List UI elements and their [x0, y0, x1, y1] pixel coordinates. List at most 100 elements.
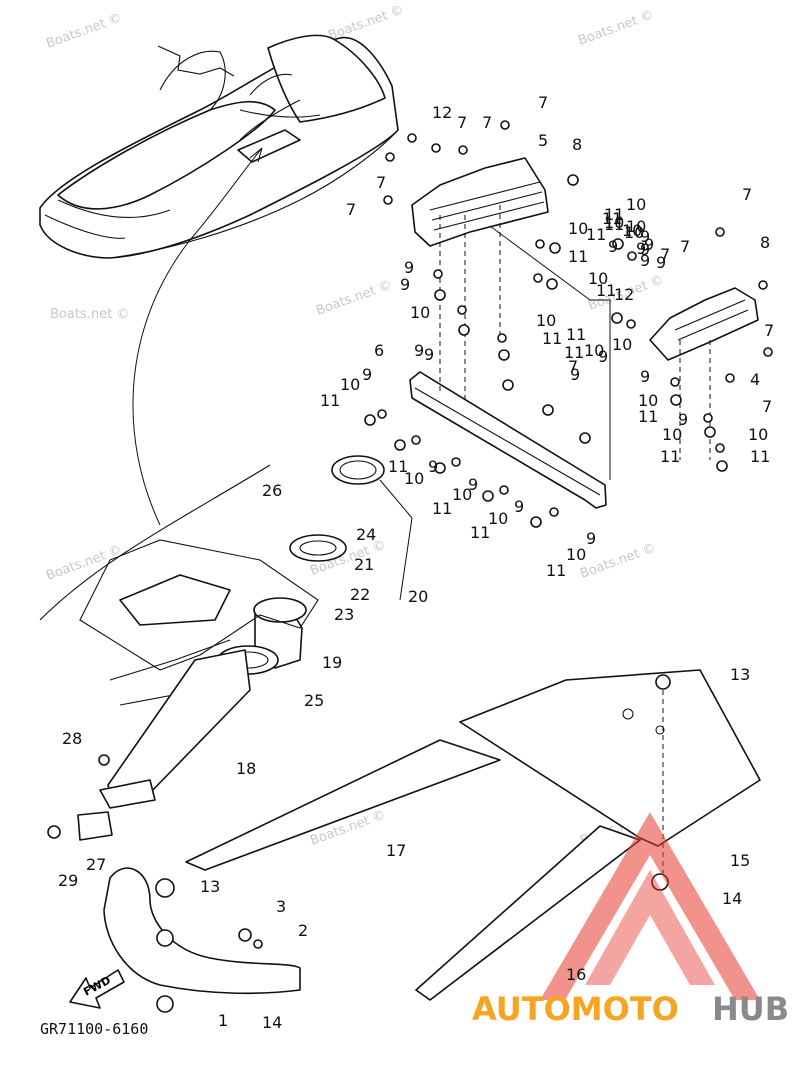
- callout-number: 10: [452, 485, 472, 504]
- callout-number: 11: [660, 447, 680, 466]
- callout-number: 11: [564, 343, 584, 362]
- callout-number: 7: [568, 357, 578, 376]
- callout-number: 29: [58, 871, 78, 890]
- callout-number: 6: [374, 341, 384, 360]
- callout-number: 9: [424, 345, 434, 364]
- callout-number: 9: [414, 341, 424, 360]
- callout-number: 11: [602, 209, 622, 228]
- brand-text-part2: HUB: [712, 990, 789, 1028]
- callout-number: 11: [470, 523, 490, 542]
- callout-number: 23: [334, 605, 354, 624]
- brand-logo: AUTOMOTO HUB: [472, 812, 789, 1028]
- callout-number: 10: [622, 221, 642, 240]
- callout-number: 7: [538, 93, 548, 112]
- watercraft-overview-drawing: [39, 34, 399, 526]
- callout-number: 9: [570, 365, 580, 384]
- callout-number: 10: [626, 195, 646, 214]
- callout-number: 9: [362, 365, 372, 384]
- callout-number: 7: [376, 173, 386, 192]
- callout-number: 10: [536, 311, 556, 330]
- callout-number: 11: [638, 407, 658, 426]
- callout-number: 28: [62, 729, 82, 748]
- callout-number: 10: [584, 341, 604, 360]
- callout-number: 8: [572, 135, 582, 154]
- callout-number: 2: [298, 921, 308, 940]
- callout-number: 10: [612, 335, 632, 354]
- callout-number: 9: [468, 475, 478, 494]
- rail-part-6: [409, 205, 711, 509]
- callout-number: 1: [218, 1011, 228, 1030]
- callout-number: 11: [596, 281, 616, 300]
- callout-number: 8: [760, 233, 770, 252]
- callout-number: 11: [604, 205, 624, 224]
- callout-number: 9: [404, 258, 414, 277]
- callout-number: 9: [640, 240, 650, 259]
- watermark: Boats.net ©: [326, 3, 406, 44]
- callout-number: 9: [608, 237, 618, 256]
- bumper-part-1: [103, 867, 301, 1013]
- callout-number: 9: [428, 457, 438, 476]
- callout-number: 27: [86, 855, 106, 874]
- callout-number: 20: [408, 587, 428, 606]
- callout-number: 7: [680, 237, 690, 256]
- callout-number: 19: [322, 653, 342, 672]
- callout-number: 14: [262, 1013, 282, 1032]
- callout-number: 11: [320, 391, 340, 410]
- callout-number: 25: [304, 691, 324, 710]
- callout-number: 9: [400, 275, 410, 294]
- callout-number: 13: [730, 665, 750, 684]
- callout-number: 10: [568, 219, 588, 238]
- callout-number: 16: [566, 965, 586, 984]
- forward-arrow-icon: FWD: [69, 969, 125, 1009]
- callout-number: 10: [638, 391, 658, 410]
- callout-number: 11: [566, 325, 586, 344]
- hardware-glyphs: [364, 120, 773, 528]
- callout-number: 9: [678, 410, 688, 429]
- callout-number: 7: [764, 321, 774, 340]
- callout-number: 7: [346, 200, 356, 219]
- watermark: Boats.net ©: [576, 8, 656, 49]
- callout-number: 7: [742, 185, 752, 204]
- callout-number: 10: [566, 545, 586, 564]
- callout-number: 9: [640, 251, 650, 270]
- callout-number: 24: [356, 525, 376, 544]
- callout-number: 10: [604, 213, 624, 232]
- callout-number: 4: [750, 370, 760, 389]
- bracket-part-4: [649, 287, 759, 361]
- callout-number: 11: [568, 247, 588, 266]
- watermark: Boats.net ©: [44, 11, 124, 52]
- callout-number: 26: [262, 481, 282, 500]
- bracket-part-5: [411, 157, 549, 247]
- callout-number: 9: [514, 497, 524, 516]
- mat-part-17: [185, 739, 501, 871]
- callout-number: 14: [722, 889, 742, 908]
- callout-number: 7: [482, 113, 492, 132]
- callout-number: 9: [586, 529, 596, 548]
- callout-number: 10: [626, 217, 646, 236]
- callout-number: 7: [660, 245, 670, 264]
- callout-number: 11: [604, 215, 624, 234]
- callout-number: 10: [662, 425, 682, 444]
- callout-number: 7: [762, 397, 772, 416]
- brand-text-part1: AUTOMOTO: [472, 990, 679, 1028]
- callout-number: 11: [750, 447, 770, 466]
- callout-number: 10: [624, 223, 644, 242]
- callout-number: 3: [276, 897, 286, 916]
- callout-number: 9: [656, 253, 666, 272]
- duct-part-18: [47, 649, 251, 841]
- callout-number: 12: [432, 103, 452, 122]
- callout-number: 11: [546, 561, 566, 580]
- callout-number: 12: [614, 285, 634, 304]
- callout-number: 11: [542, 329, 562, 348]
- callout-number: 11: [586, 225, 606, 244]
- callout-number: 7: [457, 113, 467, 132]
- callout-number: 13: [200, 877, 220, 896]
- callout-number: 10: [410, 303, 430, 322]
- callout-number: 11: [388, 457, 408, 476]
- watermark: Boats.net ©: [314, 278, 394, 319]
- callout-number: 10: [340, 375, 360, 394]
- callout-number: 18: [236, 759, 256, 778]
- callout-number: 10: [748, 425, 768, 444]
